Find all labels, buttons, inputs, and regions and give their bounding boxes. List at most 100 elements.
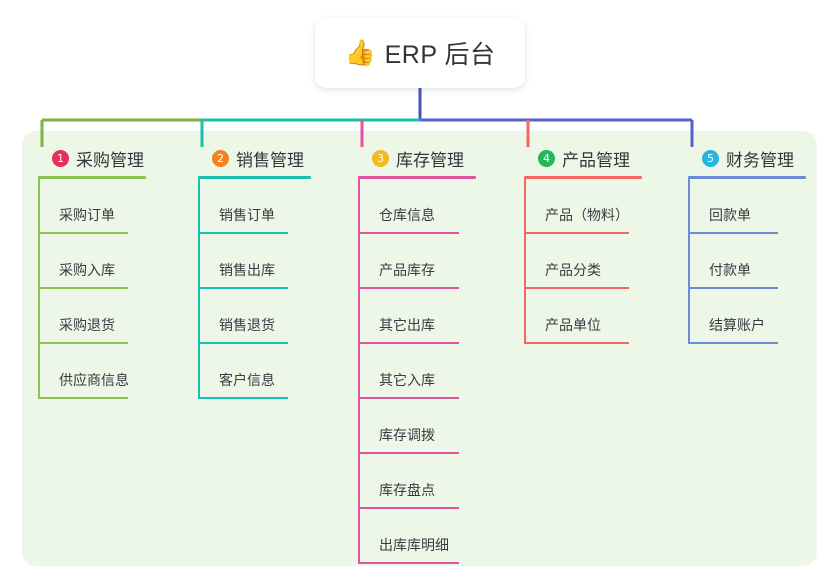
leaf-label: 销售出库	[219, 262, 275, 278]
leaf-rule	[198, 342, 288, 344]
leaf-rule	[198, 397, 288, 399]
leaf-label: 库存盘点	[379, 482, 435, 498]
leaf-rule	[524, 232, 629, 234]
column-title-4: 产品管理	[562, 150, 630, 170]
leaf-label: 产品（物料）	[545, 207, 629, 223]
leaf-spine-2	[198, 179, 200, 399]
leaf-spine-4	[524, 179, 526, 344]
leaf-spine-3	[358, 179, 360, 564]
leaf-rule	[358, 562, 459, 564]
leaf-label: 出库库明细	[379, 537, 449, 553]
leaf-list-5: 回款单付款单结算账户	[688, 179, 806, 344]
leaf-item[interactable]: 采购订单	[38, 179, 146, 234]
column-2: 2 销售管理销售订单销售出库销售退货客户信息	[198, 145, 311, 399]
leaf-item[interactable]: 产品分类	[524, 234, 642, 289]
leaf-rule	[358, 342, 459, 344]
leaf-label: 库存调拨	[379, 427, 435, 443]
column-title-2: 销售管理	[236, 150, 304, 170]
leaf-item[interactable]: 库存盘点	[358, 454, 476, 509]
leaf-rule	[38, 287, 128, 289]
column-header-1[interactable]: 1 采购管理	[38, 145, 146, 171]
column-badge-2: 2	[212, 149, 229, 167]
leaf-item[interactable]: 产品单位	[524, 289, 642, 344]
leaf-item[interactable]: 供应商信息	[38, 344, 146, 399]
leaf-list-3: 仓库信息产品库存其它出库其它入库库存调拨库存盘点出库库明细	[358, 179, 476, 564]
leaf-rule	[358, 452, 459, 454]
leaf-label: 产品单位	[545, 317, 601, 333]
leaf-item[interactable]: 采购退货	[38, 289, 146, 344]
column-badge-3: 3	[372, 149, 389, 167]
leaf-rule	[688, 342, 778, 344]
leaf-item[interactable]: 销售订单	[198, 179, 311, 234]
leaf-rule	[358, 507, 459, 509]
leaf-label: 付款单	[709, 262, 751, 278]
column-badge-5: 5	[702, 149, 719, 167]
leaf-spine-1	[38, 179, 40, 399]
leaf-rule	[524, 342, 629, 344]
leaf-label: 其它出库	[379, 317, 435, 333]
leaf-item[interactable]: 出库库明细	[358, 509, 476, 564]
leaf-item[interactable]: 仓库信息	[358, 179, 476, 234]
root-node-content: 👍 ERP 后台	[344, 35, 495, 71]
column-rule-4	[524, 176, 642, 179]
leaf-label: 回款单	[709, 207, 751, 223]
leaf-label: 销售退货	[219, 317, 275, 333]
diagram-panel	[22, 131, 817, 566]
column-3: 3 库存管理仓库信息产品库存其它出库其它入库库存调拨库存盘点出库库明细	[358, 145, 476, 564]
leaf-rule	[198, 232, 288, 234]
leaf-rule	[688, 232, 778, 234]
leaf-item[interactable]: 库存调拨	[358, 399, 476, 454]
leaf-label: 结算账户	[709, 317, 765, 333]
column-rule-3	[358, 176, 476, 179]
leaf-list-2: 销售订单销售出库销售退货客户信息	[198, 179, 311, 399]
column-rule-2	[198, 176, 311, 179]
column-title-1: 采购管理	[76, 150, 144, 170]
leaf-label: 客户信息	[219, 372, 275, 388]
column-badge-1: 1	[52, 149, 69, 167]
leaf-list-1: 采购订单采购入库采购退货供应商信息	[38, 179, 146, 399]
column-header-3[interactable]: 3 库存管理	[358, 145, 476, 171]
leaf-rule	[358, 397, 459, 399]
leaf-label: 产品分类	[545, 262, 601, 278]
leaf-item[interactable]: 回款单	[688, 179, 806, 234]
leaf-label: 其它入库	[379, 372, 435, 388]
leaf-item[interactable]: 产品（物料）	[524, 179, 642, 234]
leaf-list-4: 产品（物料） 产品分类产品单位	[524, 179, 642, 344]
column-rule-5	[688, 176, 806, 179]
leaf-label: 产品库存	[379, 262, 435, 278]
column-header-4[interactable]: 4 产品管理	[524, 145, 642, 171]
column-4: 4 产品管理产品（物料） 产品分类产品单位	[524, 145, 642, 344]
leaf-rule	[198, 287, 288, 289]
column-title-3: 库存管理	[396, 150, 464, 170]
column-badge-4: 4	[538, 149, 555, 167]
leaf-label: 采购退货	[59, 317, 115, 333]
leaf-item[interactable]: 销售出库	[198, 234, 311, 289]
column-header-2[interactable]: 2 销售管理	[198, 145, 311, 171]
leaf-item[interactable]: 结算账户	[688, 289, 806, 344]
leaf-rule	[38, 397, 128, 399]
leaf-label: 采购入库	[59, 262, 115, 278]
leaf-rule	[38, 232, 128, 234]
leaf-label: 仓库信息	[379, 207, 435, 223]
column-rule-1	[38, 176, 146, 179]
root-node-card[interactable]: 👍 ERP 后台	[315, 18, 525, 88]
leaf-item[interactable]: 其它出库	[358, 289, 476, 344]
root-node-title: ERP 后台	[384, 41, 496, 69]
leaf-rule	[358, 287, 459, 289]
leaf-spine-5	[688, 179, 690, 344]
leaf-item[interactable]: 采购入库	[38, 234, 146, 289]
leaf-label: 采购订单	[59, 207, 115, 223]
leaf-item[interactable]: 销售退货	[198, 289, 311, 344]
leaf-label: 供应商信息	[59, 372, 129, 388]
leaf-item[interactable]: 其它入库	[358, 344, 476, 399]
thumbs-up-icon: 👍	[344, 38, 376, 67]
leaf-rule	[38, 342, 128, 344]
leaf-item[interactable]: 付款单	[688, 234, 806, 289]
leaf-rule	[524, 287, 629, 289]
leaf-item[interactable]: 客户信息	[198, 344, 311, 399]
leaf-rule	[358, 232, 459, 234]
leaf-item[interactable]: 产品库存	[358, 234, 476, 289]
